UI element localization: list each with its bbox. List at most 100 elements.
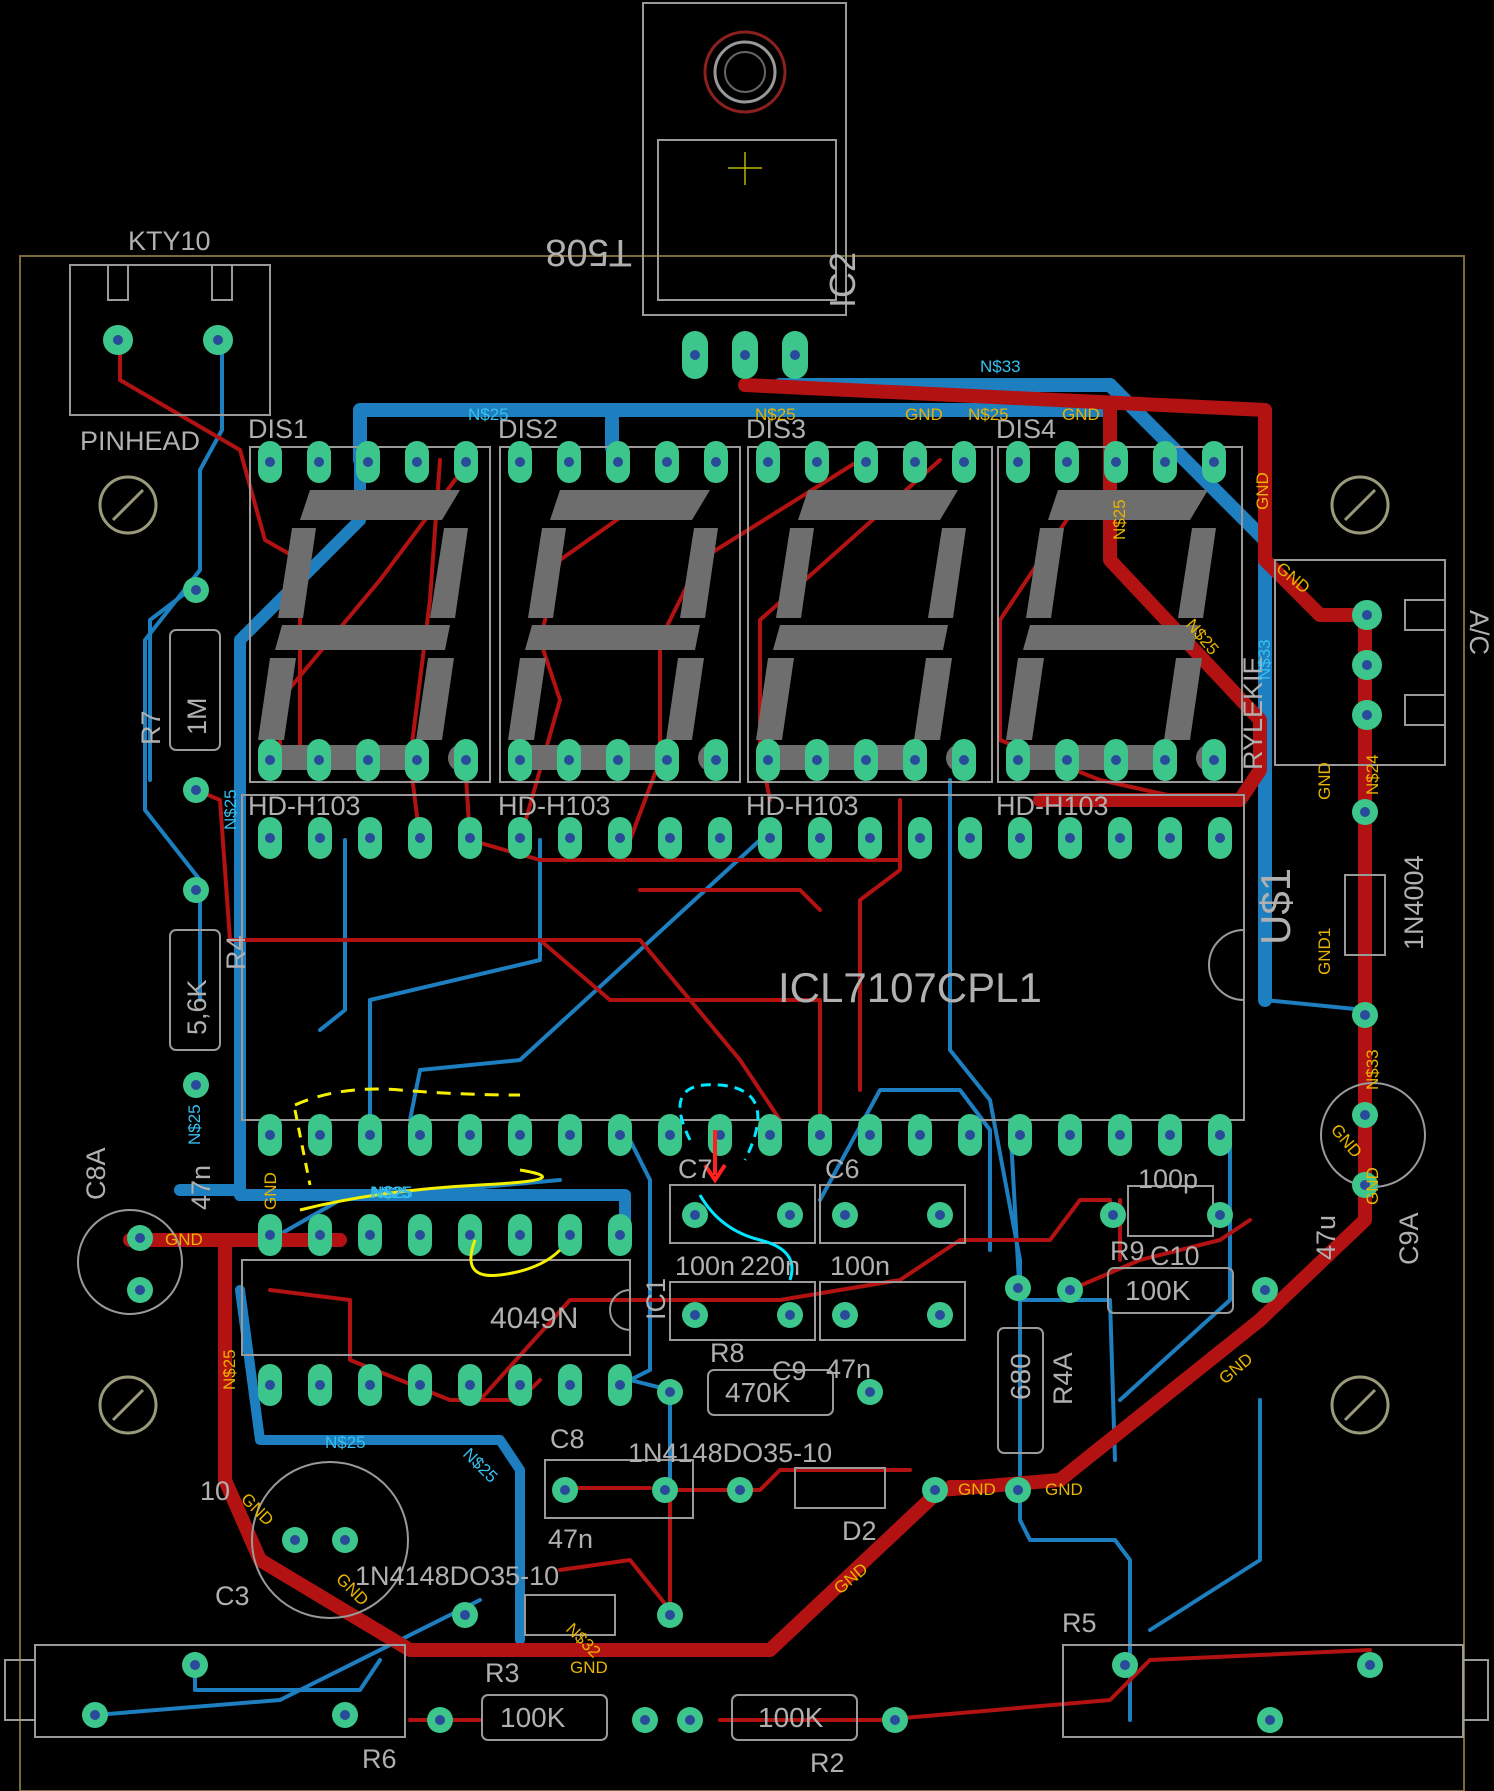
- label-c7-value: 220n: [740, 1251, 800, 1281]
- net-gnd1: GND1: [1315, 928, 1334, 975]
- drill-hole: [890, 1715, 900, 1725]
- net-n25-low: N$25: [325, 1433, 366, 1452]
- drill-hole: [615, 1130, 625, 1140]
- net-gnd-e: GND: [1315, 762, 1334, 800]
- label-c7: C7: [678, 1154, 713, 1184]
- label-r8-value: 470K: [725, 1377, 791, 1408]
- drill-hole: [840, 1210, 850, 1220]
- drill-hole: [790, 350, 800, 360]
- drill-hole: [412, 457, 422, 467]
- bottom-layer-traces: [93, 348, 1367, 1722]
- drill-hole: [765, 833, 775, 843]
- drill-hole: [815, 1130, 825, 1140]
- drill-hole: [1160, 755, 1170, 765]
- label-dis3: DIS3: [746, 414, 806, 444]
- drill-hole: [865, 1130, 875, 1140]
- drill-hole: [715, 833, 725, 843]
- drill-hole: [565, 833, 575, 843]
- drill-hole: [1362, 660, 1372, 670]
- drill-hole: [135, 1285, 145, 1295]
- drill-hole: [861, 457, 871, 467]
- drill-hole: [613, 457, 623, 467]
- label-dis1: DIS1: [248, 414, 308, 444]
- drill-hole: [690, 350, 700, 360]
- drill-hole: [690, 1210, 700, 1220]
- drill-hole: [785, 1310, 795, 1320]
- drill-hole: [660, 1485, 670, 1495]
- drill-hole: [191, 885, 201, 895]
- label-c10: C10: [1150, 1241, 1200, 1271]
- drill-hole: [265, 1130, 275, 1140]
- drill-hole: [711, 755, 721, 765]
- label-r4-value: 5,6K: [182, 979, 212, 1035]
- drill-hole: [315, 833, 325, 843]
- drill-hole: [959, 755, 969, 765]
- label-r2-value: 100K: [758, 1702, 824, 1733]
- label-r3: R3: [485, 1658, 520, 1688]
- label-c9a-value: 47u: [1311, 1215, 1341, 1260]
- label-c9-value: 47n: [826, 1354, 871, 1384]
- drill-hole: [560, 1485, 570, 1495]
- net-n25-d: N$25: [1110, 499, 1129, 540]
- drill-hole: [665, 833, 675, 843]
- drill-hole: [665, 1610, 675, 1620]
- drill-hole: [910, 457, 920, 467]
- drill-hole: [1362, 710, 1372, 720]
- drill-hole: [191, 1080, 201, 1090]
- label-ic1: IC1: [641, 1278, 671, 1320]
- net-gnd-c8a: GND: [165, 1230, 203, 1249]
- drill-hole: [415, 833, 425, 843]
- component-pads: [82, 325, 1383, 1733]
- drill-hole: [265, 457, 275, 467]
- drill-hole: [763, 457, 773, 467]
- label-ic2: IC2: [822, 252, 863, 308]
- drill-hole: [715, 1130, 725, 1140]
- drill-hole: [465, 1230, 475, 1240]
- label-jack: RYLEKIE: [1238, 656, 1268, 770]
- drill-hole: [935, 1210, 945, 1220]
- label-c100n-b: 100n: [830, 1251, 890, 1281]
- drill-hole: [415, 1130, 425, 1140]
- net-gnd-d2a: GND: [958, 1480, 996, 1499]
- drill-hole: [740, 350, 750, 360]
- drill-hole: [465, 1130, 475, 1140]
- label-dis1-type: HD-H103: [248, 791, 361, 821]
- label-d2: D2: [842, 1516, 877, 1546]
- drill-hole: [315, 1380, 325, 1390]
- drill-hole: [910, 755, 920, 765]
- drill-hole: [1209, 457, 1219, 467]
- drill-hole: [365, 833, 375, 843]
- label-r3-value: 100K: [500, 1702, 566, 1733]
- net-gnd-bottom: GND: [570, 1658, 608, 1677]
- label-c8a: C8A: [81, 1147, 111, 1200]
- label-c3-value: 10: [200, 1476, 230, 1506]
- drill-hole: [365, 1130, 375, 1140]
- drill-hole: [1015, 1130, 1025, 1140]
- drill-hole: [340, 1535, 350, 1545]
- label-kty10: KTY10: [128, 226, 211, 256]
- label-r6: R6: [362, 1744, 397, 1774]
- drill-hole: [861, 755, 871, 765]
- net-gnd-left: GND: [261, 1172, 280, 1210]
- label-r4: R4: [221, 935, 251, 970]
- drill-hole: [515, 833, 525, 843]
- net-n25-r7: N$25: [221, 789, 240, 830]
- drill-hole: [613, 755, 623, 765]
- drill-hole: [290, 1535, 300, 1545]
- drill-hole: [1160, 457, 1170, 467]
- net-gnd-c: GND: [1253, 472, 1272, 510]
- drill-hole: [1013, 755, 1023, 765]
- label-r8: R8: [710, 1338, 745, 1368]
- label-r9: R9: [1110, 1236, 1145, 1266]
- drill-hole: [935, 1310, 945, 1320]
- drill-hole: [191, 785, 201, 795]
- drill-hole: [915, 833, 925, 843]
- drill-hole: [665, 1387, 675, 1397]
- label-d2-type: 1N4148DO35-10: [628, 1438, 832, 1468]
- drill-hole: [965, 833, 975, 843]
- net-n25-top: N$25: [468, 405, 509, 424]
- drill-hole: [812, 457, 822, 467]
- label-c8a-value: 47n: [186, 1165, 216, 1210]
- drill-hole: [1065, 1130, 1075, 1140]
